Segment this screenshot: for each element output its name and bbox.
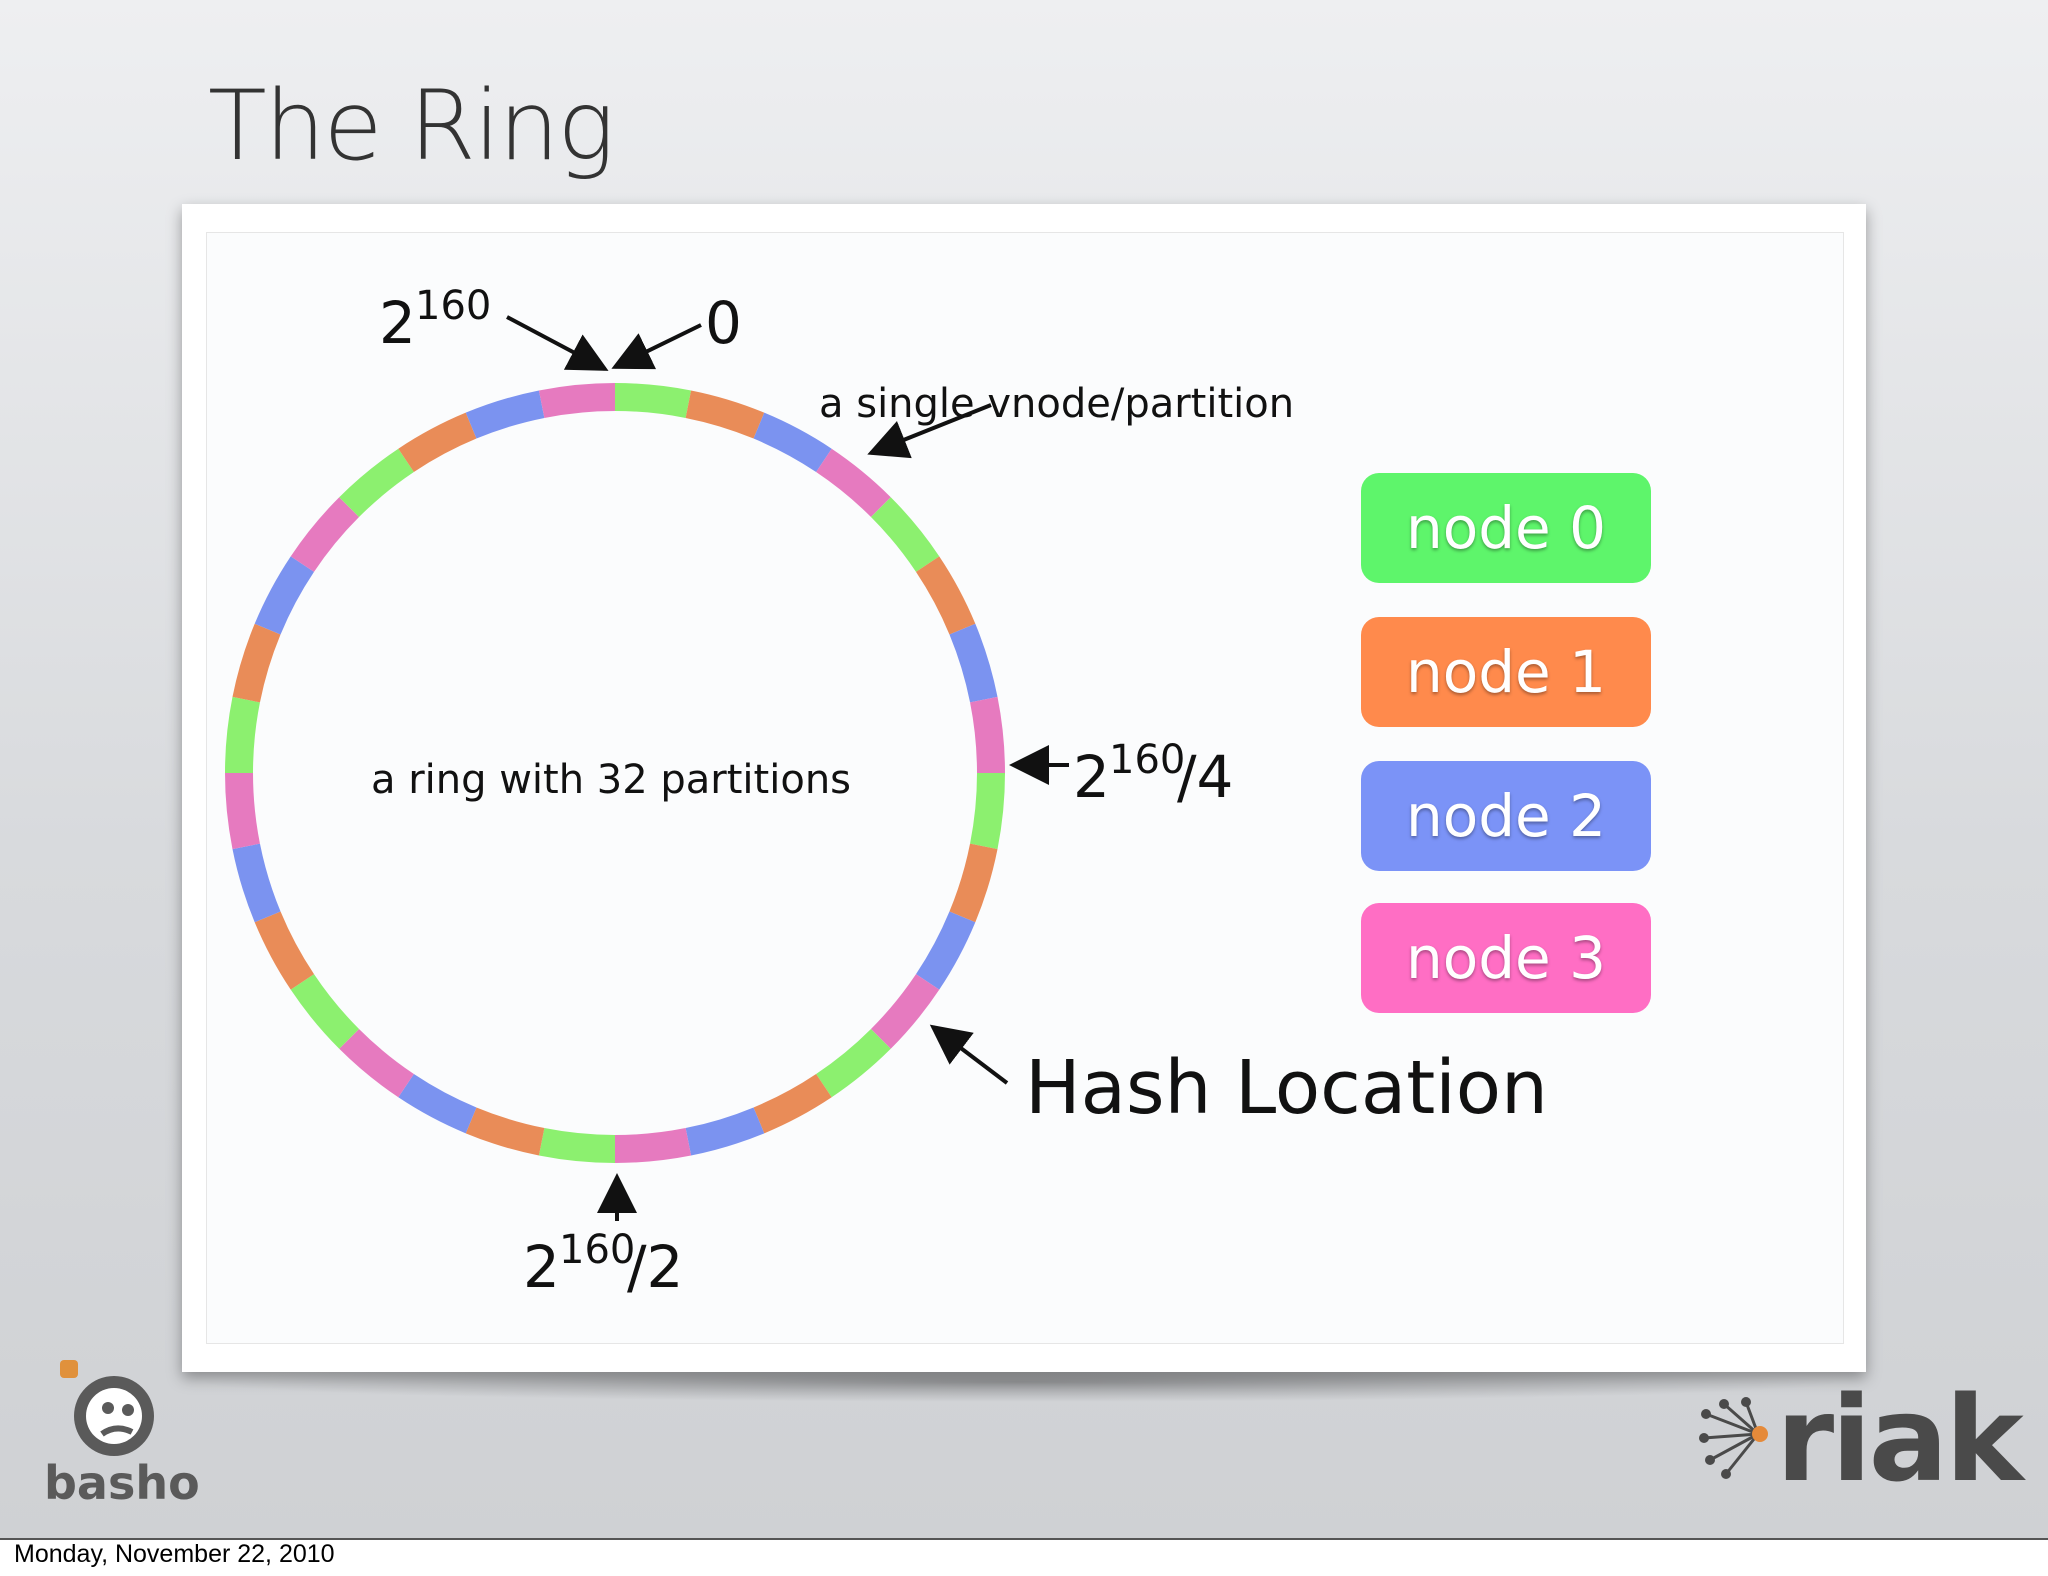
ring-partition: [538, 383, 616, 418]
label-quarter-suffix: /4: [1177, 743, 1233, 811]
ring-partition: [254, 911, 315, 990]
figure-frame: 2 160 0 a single vnode/partition a ring …: [182, 204, 1866, 1372]
label-half-suffix: /2: [627, 1233, 683, 1301]
label-hash-location: Hash Location: [1025, 1045, 1548, 1131]
label-2-160-exp: 160: [415, 283, 491, 329]
node-0-badge: node 0: [1361, 473, 1651, 583]
ring-partition: [290, 973, 360, 1049]
label-2-160-base: 2: [379, 289, 416, 357]
riak-logo-text: riak: [1776, 1370, 2024, 1508]
node-3-badge: node 3: [1361, 903, 1651, 1013]
label-ring: a ring with 32 partitions: [371, 757, 851, 803]
ring-partition: [225, 696, 260, 774]
basho-logo-text: basho: [44, 1456, 200, 1510]
ring-partition: [232, 623, 281, 703]
slide: The Ring 2 160 0 a single vnode/partitio…: [0, 0, 2048, 1540]
ring-partition: [685, 390, 765, 439]
slide-title: The Ring: [208, 70, 615, 182]
ring-partition: [949, 843, 998, 923]
ring-partition: [870, 973, 940, 1049]
label-vnode: a single vnode/partition: [819, 381, 1294, 427]
node-2-badge: node 2: [1361, 761, 1651, 871]
ring-partition: [398, 412, 477, 473]
ring-partition: [753, 1073, 832, 1134]
ring-partition: [339, 448, 415, 518]
arrow-vnode: [867, 403, 992, 459]
ring-partitions: [225, 383, 1005, 1163]
ring-partition: [815, 1028, 891, 1098]
ring-partition: [254, 556, 315, 635]
ring-partition: [915, 556, 976, 635]
arrow-zero: [611, 323, 702, 370]
ring-partition: [465, 390, 545, 439]
ring-partition: [232, 843, 281, 923]
node-1-badge: node 1: [1361, 617, 1651, 727]
label-quarter-base: 2: [1073, 743, 1110, 811]
ring-partition: [465, 1107, 545, 1156]
ring-partition: [614, 1128, 692, 1163]
ring-figure: 2 160 0 a single vnode/partition a ring …: [206, 232, 1844, 1344]
ring-diagram: 2 160 0 a single vnode/partition a ring …: [225, 283, 1548, 1301]
riak-logo-icon: [1699, 1397, 1768, 1479]
ring-partition: [949, 623, 998, 703]
arrow-2-160: [506, 315, 609, 371]
label-half-exp: 160: [559, 1227, 635, 1273]
ring-partition: [970, 696, 1005, 774]
ring-partition: [614, 383, 692, 418]
ring-partition: [915, 911, 976, 990]
ring-partition: [815, 448, 891, 518]
ring-partition: [870, 497, 940, 573]
label-quarter-exp: 160: [1109, 737, 1185, 783]
ring-partition: [339, 1028, 415, 1098]
ring-partition: [685, 1107, 765, 1156]
ring-partition: [398, 1073, 477, 1134]
date-footer: Monday, November 22, 2010: [14, 1540, 335, 1568]
label-half-base: 2: [523, 1233, 560, 1301]
arrow-hash: [929, 1024, 1009, 1085]
ring-partition: [970, 772, 1005, 850]
basho-logo-icon: [60, 1360, 154, 1456]
ring-partition: [290, 497, 360, 573]
ring-partition: [753, 412, 832, 473]
ring-partition: [538, 1128, 616, 1163]
label-zero: 0: [705, 289, 742, 357]
ring-partition: [225, 772, 260, 850]
